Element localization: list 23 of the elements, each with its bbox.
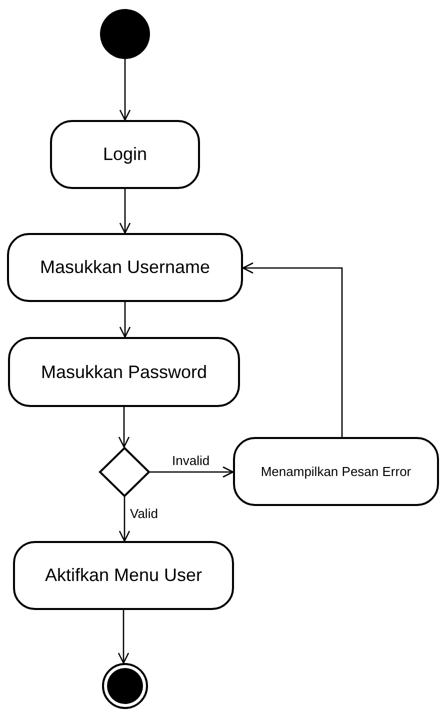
arrow	[150, 466, 234, 478]
arrow	[118, 497, 130, 542]
activity-box	[13, 541, 234, 610]
activity-label: Masukkan Password	[40, 362, 208, 382]
activity-label: Aktifkan Menu User	[44, 565, 202, 586]
decision-diamond	[99, 447, 150, 497]
activity-label: Menampilkan Pesan Error	[260, 464, 412, 479]
activity-box	[233, 437, 439, 506]
final-node	[101, 663, 149, 709]
arrow	[242, 262, 343, 437]
arrow	[119, 302, 131, 338]
initial-node	[100, 9, 150, 59]
activity-box	[8, 337, 240, 407]
activity-box	[7, 233, 243, 302]
arrow	[119, 189, 131, 234]
arrow	[118, 407, 130, 448]
edge-label: Invalid	[171, 453, 211, 468]
edge-label: Valid	[129, 506, 159, 521]
activity-label: Masukkan Username	[40, 257, 210, 278]
activity-box	[50, 120, 200, 189]
arrow	[119, 59, 131, 121]
activity-label: Login	[102, 144, 148, 165]
arrow	[118, 610, 130, 664]
